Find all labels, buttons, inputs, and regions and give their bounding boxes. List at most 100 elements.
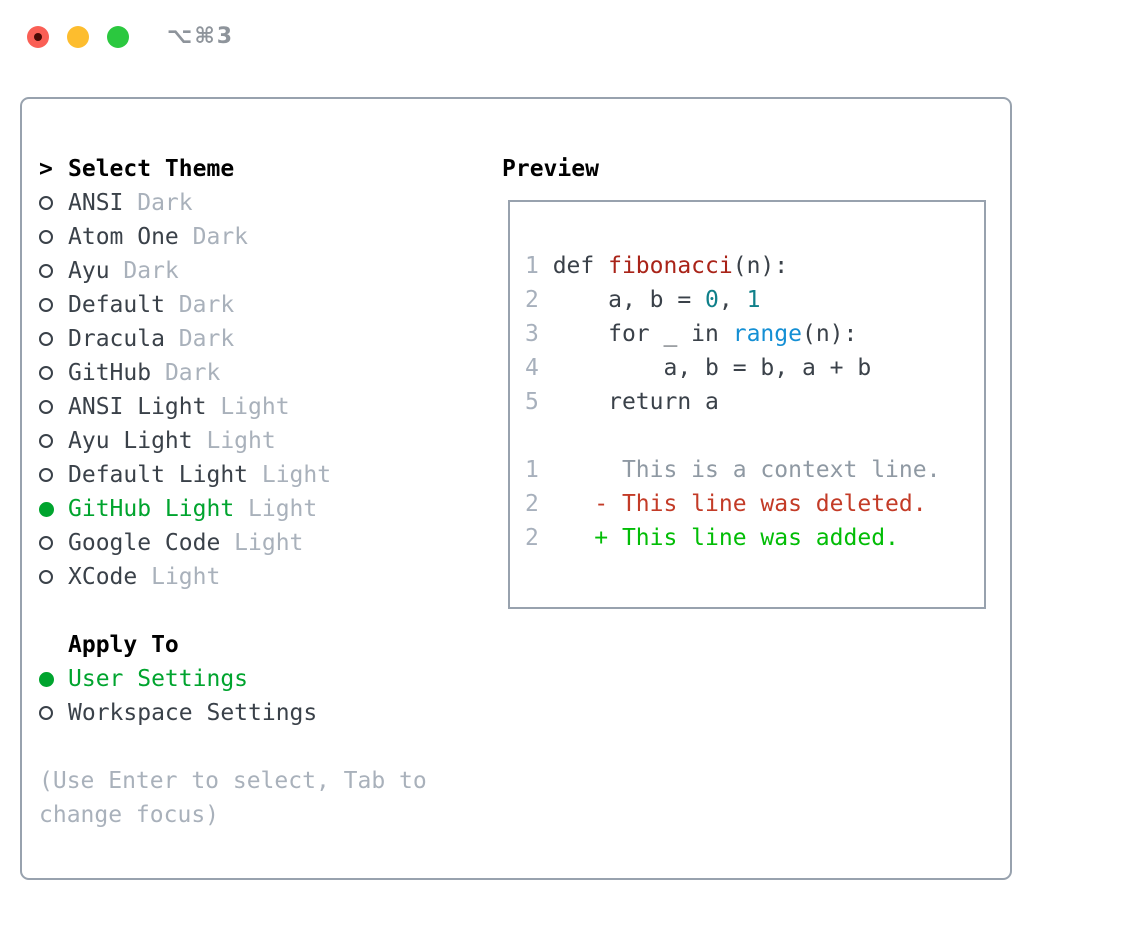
theme-option-atom-one[interactable]: Atom One Dark bbox=[39, 220, 427, 254]
radio-selected-icon bbox=[39, 671, 54, 687]
window-title: ⌥⌘3 bbox=[167, 24, 235, 49]
radio-icon bbox=[39, 434, 68, 448]
radio-icon bbox=[39, 570, 68, 584]
radio-icon bbox=[39, 298, 68, 312]
radio-unselected-icon bbox=[39, 434, 53, 448]
line-number: 1 bbox=[525, 457, 553, 483]
code-line: 2 + This line was added. bbox=[525, 521, 940, 555]
code-line: 2 - This line was deleted. bbox=[525, 487, 940, 521]
select-theme-header: > Select Theme bbox=[39, 152, 427, 186]
code-token: 0 bbox=[705, 287, 719, 313]
hint-text-line-1: (Use Enter to select, Tab to bbox=[39, 768, 427, 794]
radio-icon bbox=[39, 230, 68, 244]
code-line: 2 a, b = 0, 1 bbox=[525, 283, 940, 317]
code-token: + This line was added. bbox=[552, 525, 899, 551]
option-label: User Settings bbox=[68, 666, 249, 692]
line-number: 2 bbox=[525, 491, 553, 517]
code-token: , bbox=[718, 287, 747, 313]
code-line: 3 for _ in range(n): bbox=[525, 317, 940, 351]
option-label: GitHub bbox=[68, 360, 152, 386]
theme-variant: Light bbox=[234, 530, 304, 556]
preview-header: Preview bbox=[502, 156, 599, 182]
theme-variant: Dark bbox=[164, 360, 221, 386]
radio-unselected-icon bbox=[39, 536, 53, 550]
radio-icon bbox=[39, 196, 68, 210]
line-number: 5 bbox=[525, 389, 553, 415]
radio-unselected-icon bbox=[39, 400, 53, 414]
theme-option-xcode[interactable]: XCode Light bbox=[39, 560, 427, 594]
code-token: 1 bbox=[746, 287, 761, 313]
apply-option-user-settings[interactable]: User Settings bbox=[39, 662, 427, 696]
code-line: 5 return a bbox=[525, 385, 940, 419]
apply-option-workspace-settings[interactable]: Workspace Settings bbox=[39, 696, 427, 730]
radio-icon bbox=[39, 332, 68, 346]
radio-icon bbox=[39, 706, 68, 720]
code-token: range bbox=[732, 321, 802, 347]
option-label: Atom One bbox=[68, 224, 179, 250]
theme-variant: Dark bbox=[178, 292, 235, 318]
theme-option-ansi-light[interactable]: ANSI Light Light bbox=[39, 390, 427, 424]
code-token: fibonacci bbox=[608, 253, 733, 279]
traffic-lights bbox=[27, 26, 129, 48]
theme-option-github[interactable]: GitHub Dark bbox=[39, 356, 427, 390]
radio-icon bbox=[39, 501, 68, 517]
option-label: Workspace Settings bbox=[68, 700, 318, 726]
theme-variant: Light bbox=[151, 564, 221, 590]
titlebar: ⌥⌘3 bbox=[0, 0, 1140, 70]
code-line: 4 a, b = b, a + b bbox=[525, 351, 940, 385]
radio-unselected-icon bbox=[39, 366, 53, 380]
spacer bbox=[39, 594, 427, 628]
option-label: GitHub Light bbox=[68, 496, 235, 522]
minimize-button[interactable] bbox=[67, 26, 89, 48]
radio-icon bbox=[39, 671, 68, 687]
radio-icon bbox=[39, 536, 68, 550]
radio-icon bbox=[39, 400, 68, 414]
code-token: (n): bbox=[732, 253, 789, 279]
apply-to-label: Apply To bbox=[68, 632, 179, 658]
code-token: a, b = b, a + b bbox=[552, 355, 872, 381]
option-label: XCode bbox=[68, 564, 138, 590]
theme-option-google-code[interactable]: Google Code Light bbox=[39, 526, 427, 560]
radio-icon bbox=[39, 468, 68, 482]
theme-variant: Light bbox=[220, 394, 290, 420]
line-number: 4 bbox=[525, 355, 553, 381]
line-number: 1 bbox=[525, 253, 553, 279]
radio-selected-icon bbox=[39, 501, 54, 517]
code-line bbox=[525, 419, 940, 453]
radio-unselected-icon bbox=[39, 298, 53, 312]
option-label: Dracula bbox=[68, 326, 165, 352]
theme-variant: Dark bbox=[192, 224, 249, 250]
radio-unselected-icon bbox=[39, 570, 53, 584]
code-token: a, b = bbox=[552, 287, 706, 313]
radio-icon bbox=[39, 366, 68, 380]
prompt-icon: > bbox=[39, 156, 53, 182]
apply-to-header: Apply To bbox=[39, 628, 427, 662]
line-number: 2 bbox=[525, 287, 553, 313]
theme-option-ansi[interactable]: ANSI Dark bbox=[39, 186, 427, 220]
close-button[interactable] bbox=[27, 26, 49, 48]
option-label: ANSI bbox=[68, 190, 124, 216]
option-label: ANSI Light bbox=[68, 394, 207, 420]
theme-option-ayu-light[interactable]: Ayu Light Light bbox=[39, 424, 427, 458]
line-number bbox=[525, 423, 553, 449]
code-token: return a bbox=[552, 389, 719, 415]
option-label: Ayu Light bbox=[68, 428, 193, 454]
hint-text-line-2: change focus) bbox=[39, 802, 220, 828]
theme-variant: Light bbox=[206, 428, 276, 454]
code-line: 1 This is a context line. bbox=[525, 453, 940, 487]
theme-variant: Dark bbox=[137, 190, 193, 216]
zoom-button[interactable] bbox=[107, 26, 129, 48]
spacer bbox=[39, 730, 427, 764]
option-label: Google Code bbox=[68, 530, 221, 556]
